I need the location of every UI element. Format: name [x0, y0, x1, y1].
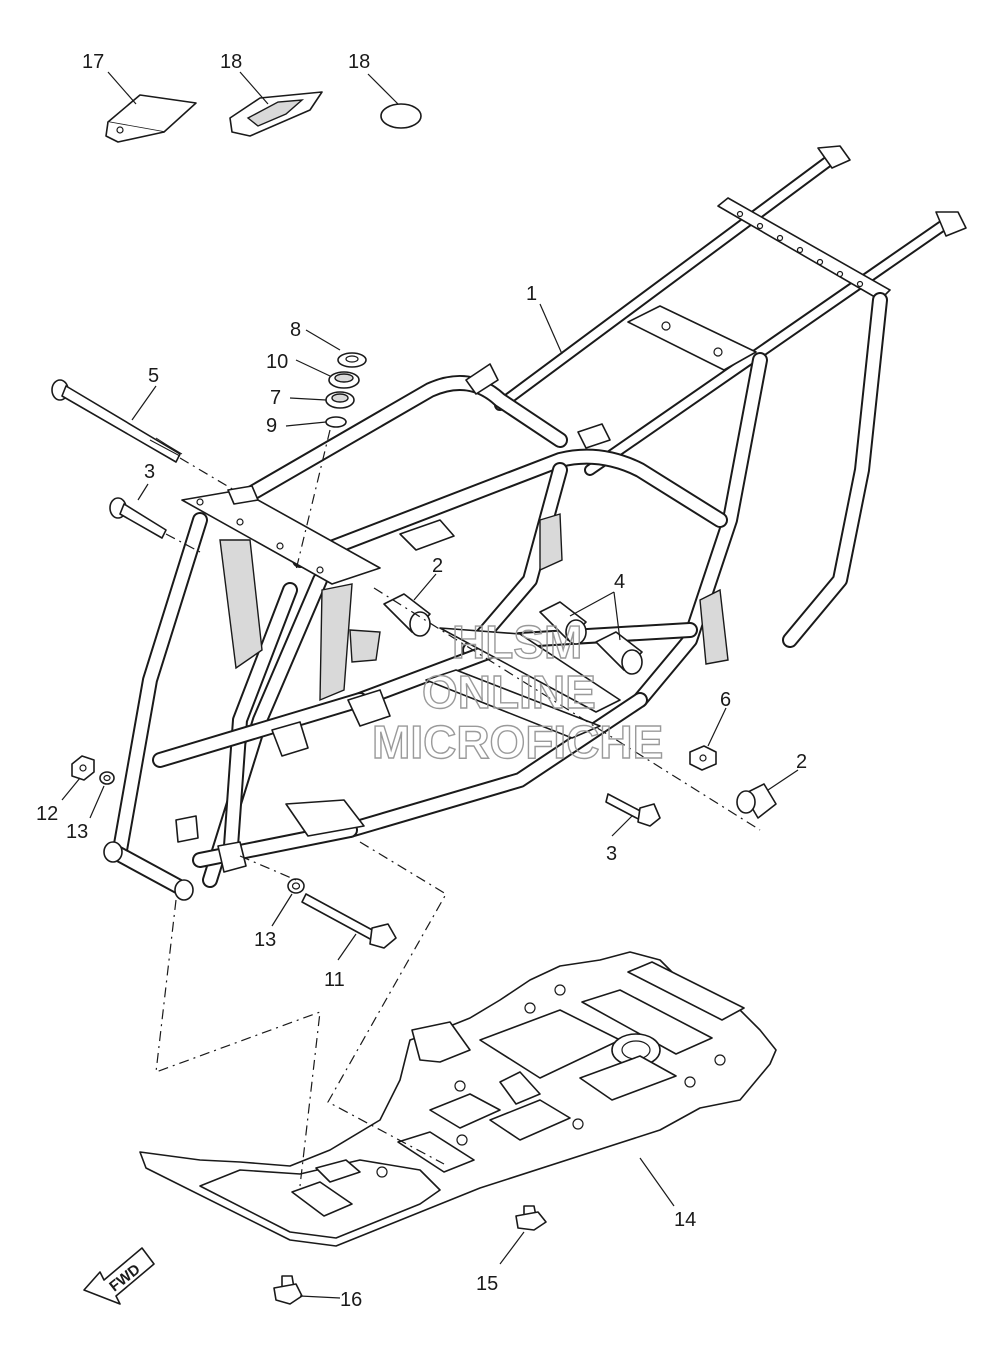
- callout-12: 12: [36, 803, 58, 825]
- part-17-skid-plate[interactable]: [139, 951, 777, 1247]
- callout-5: 5: [148, 365, 159, 387]
- part-9-washer[interactable]: [325, 416, 347, 428]
- part-14-tape[interactable]: [105, 94, 197, 143]
- part-18-bolt-right[interactable]: [515, 1205, 547, 1231]
- callout-18-left: 16: [340, 1289, 362, 1311]
- part-2-damper-lower[interactable]: [736, 783, 777, 819]
- part-13-washer-right[interactable]: [287, 878, 305, 894]
- callout-2-upper: 2: [432, 555, 443, 577]
- part-18-bolt-left[interactable]: [273, 1275, 303, 1305]
- part-6-nut[interactable]: [689, 745, 717, 771]
- callout-8: 8: [290, 319, 301, 341]
- part-10-bearing[interactable]: [328, 371, 360, 389]
- watermark: HLSM ONLINE MICROFICHE: [371, 615, 664, 768]
- part-12-nut[interactable]: [71, 755, 95, 781]
- callout-17: 14: [674, 1209, 696, 1231]
- callout-4: 4: [614, 571, 625, 593]
- callout-13-left: 13: [66, 821, 88, 843]
- part-4-damper-b[interactable]: [595, 631, 643, 675]
- callout-labels: 17 18 18 1 8 10 5 7 9 3 2 4 6 2 12 13 3 …: [36, 51, 807, 1311]
- callout-1: 1: [526, 283, 537, 305]
- part-2-damper-upper[interactable]: [383, 593, 431, 637]
- part-7-bearing[interactable]: [325, 391, 355, 409]
- part-4-damper-a[interactable]: [539, 601, 587, 645]
- part-8-seal[interactable]: [337, 352, 367, 368]
- part-3-bolt-upper[interactable]: [109, 497, 167, 539]
- part-1-main-frame[interactable]: [103, 145, 967, 901]
- callout-7: 7: [270, 387, 281, 409]
- callout-10: 10: [266, 351, 288, 373]
- callout-14: 17: [82, 51, 104, 73]
- callout-3-upper: 3: [144, 461, 155, 483]
- callout-16: 18: [348, 51, 370, 73]
- leader-lines: [61, 71, 799, 1299]
- part-11-bolt[interactable]: [301, 893, 397, 949]
- callout-15: 18: [220, 51, 242, 73]
- part-13-washer-left[interactable]: [99, 771, 115, 785]
- callout-11: 11: [324, 969, 345, 991]
- callout-3-lower: 3: [606, 843, 617, 865]
- part-16-oring[interactable]: [380, 103, 422, 129]
- callout-9: 9: [266, 415, 277, 437]
- callout-13-right: 13: [254, 929, 276, 951]
- watermark-line-2: ONLINE: [422, 666, 596, 718]
- watermark-line-1: HLSM: [452, 616, 582, 668]
- rear-bar-holes: [736, 210, 864, 288]
- callout-2-lower: 2: [796, 751, 807, 773]
- part-3-bolt-lower[interactable]: [605, 793, 661, 827]
- callout-18-right: 15: [476, 1273, 498, 1295]
- watermark-line-3: MICROFICHE: [372, 716, 663, 768]
- part-5-bolt[interactable]: [51, 379, 183, 463]
- part-15-bracket[interactable]: [229, 91, 323, 137]
- callout-6: 6: [720, 689, 731, 711]
- fwd-arrow-icon: FWD: [83, 1247, 155, 1305]
